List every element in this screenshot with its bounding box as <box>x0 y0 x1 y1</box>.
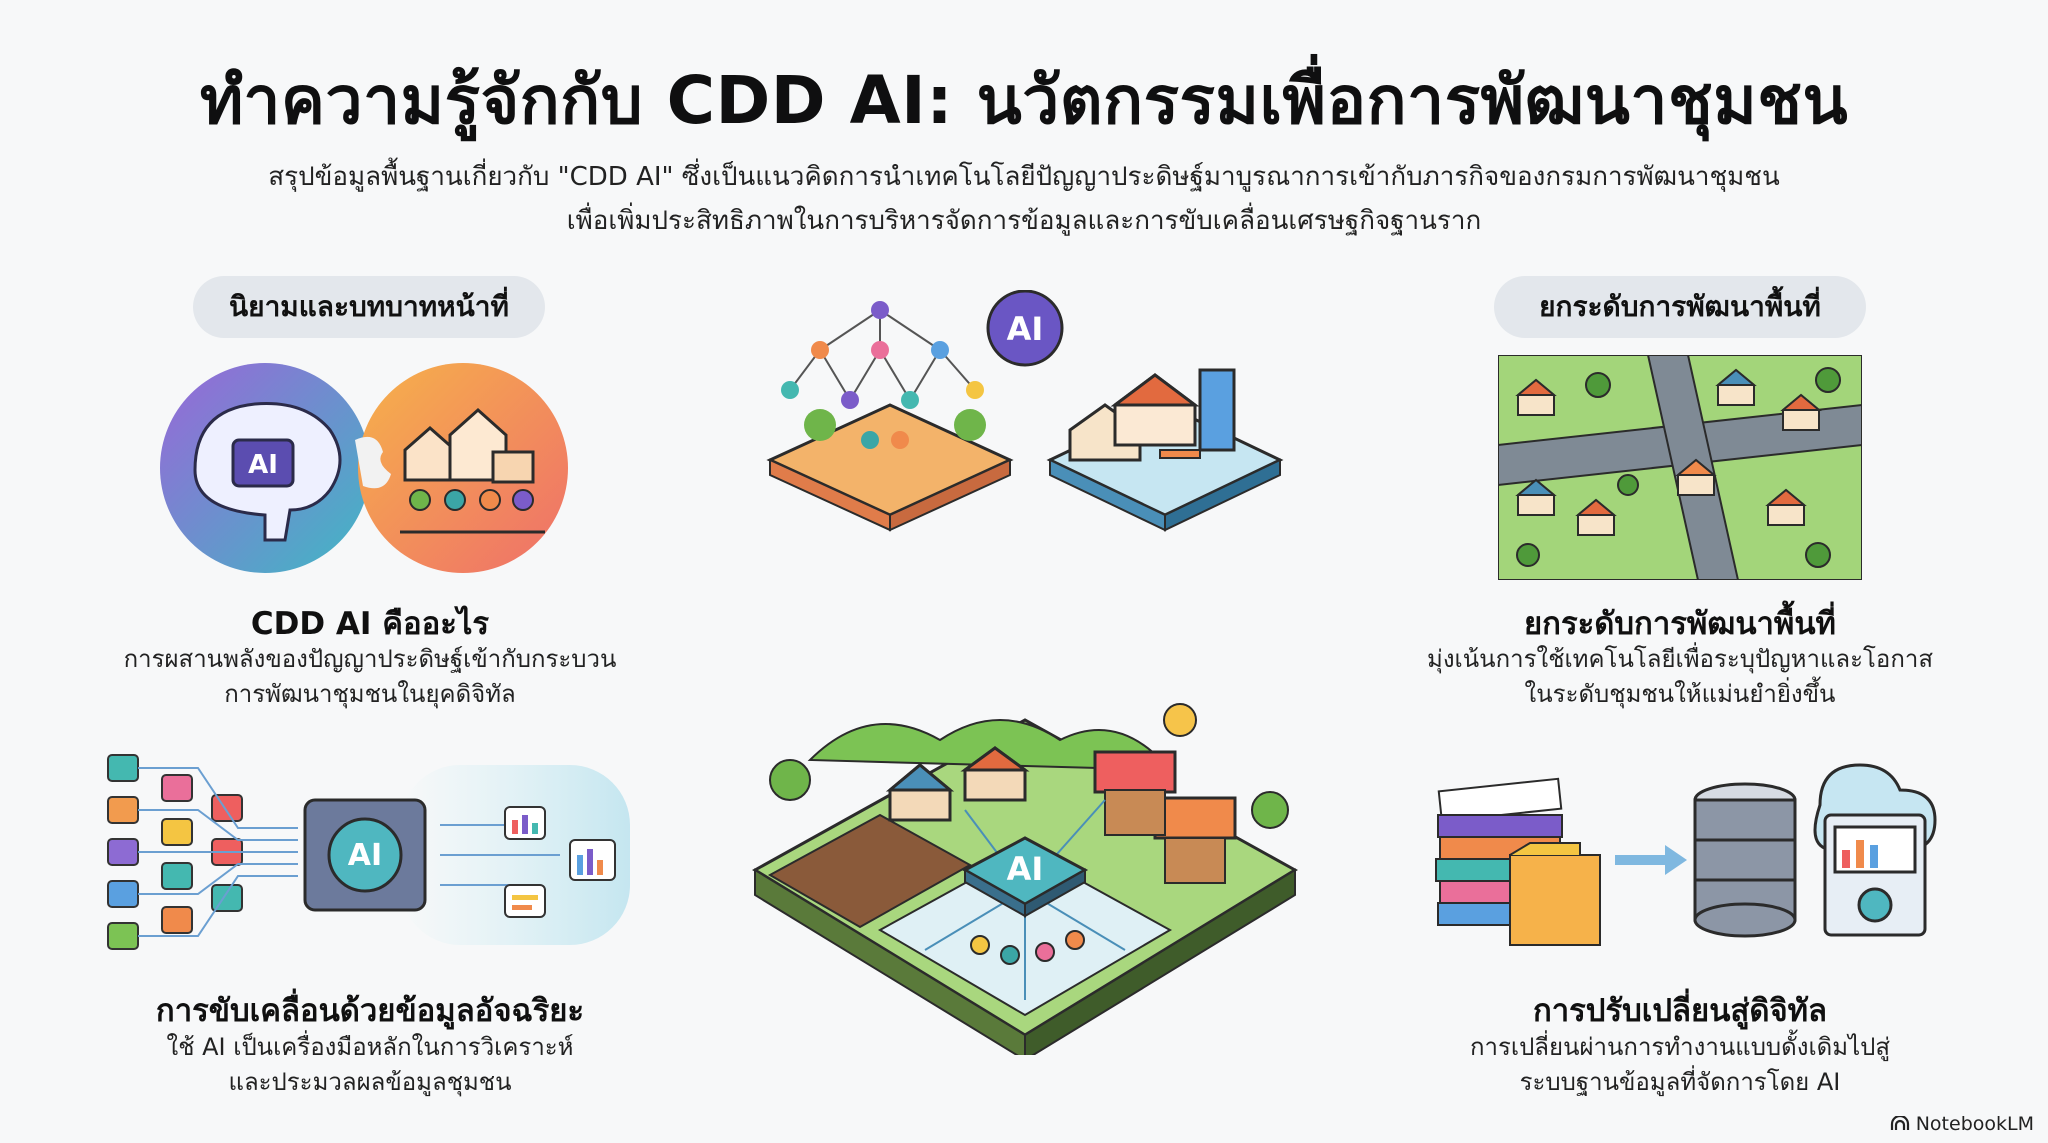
ai-chip-center-icon <box>961 836 1089 918</box>
page-subtitle: สรุปข้อมูลพื้นฐานเกี่ยวกับ "CDD AI" ซึ่ง… <box>0 155 2048 243</box>
digital-desc: การเปลี่ยนผ่านการทำงานแบบดั้งเดิมไปสู่ ร… <box>1390 1030 1970 1100</box>
area-dev-desc: มุ่งเน้นการใช้เทคโนโลยีเพื่อระบุปัญหาและ… <box>1390 642 1970 712</box>
village-aerial-illustration <box>1498 355 1862 580</box>
what-is-desc: การผสานพลังของปัญญาประดิษฐ์เข้ากับกระบวน… <box>100 642 640 712</box>
what-is-desc-line-1: การผสานพลังของปัญญาประดิษฐ์เข้ากับกระบวน <box>123 645 617 673</box>
community-icon <box>400 407 545 534</box>
brain-icon <box>193 402 342 542</box>
chart-icons <box>504 806 616 918</box>
digital-desc-line-1: การเปลี่ยนผ่านการทำงานแบบดั้งเดิมไปสู่ <box>1469 1033 1891 1061</box>
house-icons <box>1515 368 1822 536</box>
brain-community-illustration: AI <box>160 363 568 573</box>
chip-ai-label: AI <box>348 838 382 873</box>
center-chip-ai-label: AI <box>1007 850 1044 888</box>
data-driven-desc-line-2: และประมวลผลข้อมูลชุมชน <box>228 1068 512 1096</box>
section-pill-definition: นิยามและบทบาทหน้าที่ <box>193 276 545 338</box>
footer-brand: NotebookLM <box>1890 1113 2034 1135</box>
what-is-title: CDD AI คืออะไร <box>250 606 490 642</box>
area-dev-desc-line-1: มุ่งเน้นการใช้เทคโนโลยีเพื่อระบุปัญหาและ… <box>1427 645 1933 673</box>
notebooklm-logo-icon <box>1890 1116 1909 1130</box>
area-dev-desc-line-2: ในระดับชุมชนให้แม่นยำยิ่งขึ้น <box>1524 680 1836 708</box>
center-ai-badge: AI <box>1007 310 1044 348</box>
village-platform-icon <box>1046 368 1284 532</box>
area-dev-title: ยกระดับการพัฒนาพื้นที่ <box>1524 606 1836 642</box>
data-driven-desc-line-1: ใช้ AI เป็นเครื่องมือหลักในการวิเคราะห์ <box>166 1033 574 1061</box>
ai-chip-data-illustration: AI <box>107 754 630 950</box>
digital-transformation-illustration <box>1435 763 1937 946</box>
ai-village-illustration: AI <box>752 703 1298 1055</box>
page-title: ทำความรู้จักกับ CDD AI: นวัตกรรมเพื่อการ… <box>199 62 1849 139</box>
digital-title: การปรับเปลี่ยนสู่ดิจิทัล <box>1532 993 1828 1029</box>
network-community-illustration: AI <box>766 290 1284 532</box>
what-is-desc-line-2: การพัฒนาชุมชนในยุคดิจิทัล <box>224 680 516 708</box>
data-driven-title: การขับเคลื่อนด้วยข้อมูลอัจฉริยะ <box>155 993 585 1029</box>
data-blocks <box>107 754 243 950</box>
digital-desc-line-2: ระบบฐานข้อมูลที่จัดการโดย AI <box>1519 1068 1841 1096</box>
people-icons <box>970 930 1085 965</box>
subtitle-line-2: เพื่อเพิ่มประสิทธิภาพในการบริหารจัดการข้… <box>566 206 1482 236</box>
data-driven-desc: ใช้ AI เป็นเครื่องมือหลักในการวิเคราะห์ … <box>100 1030 640 1100</box>
network-platform-icon <box>766 301 1014 532</box>
ai-chip-icon <box>303 798 427 912</box>
brain-ai-label: AI <box>248 450 278 480</box>
database-icon <box>1693 782 1797 938</box>
footer-label: NotebookLM <box>1915 1113 2034 1135</box>
document-stack-icon <box>1435 777 1601 946</box>
subtitle-line-1: สรุปข้อมูลพื้นฐานเกี่ยวกับ "CDD AI" ซึ่ง… <box>268 162 1780 192</box>
cloud-monitor-icon <box>1813 763 1937 937</box>
section-pill-area: ยกระดับการพัฒนาพื้นที่ <box>1494 276 1866 338</box>
